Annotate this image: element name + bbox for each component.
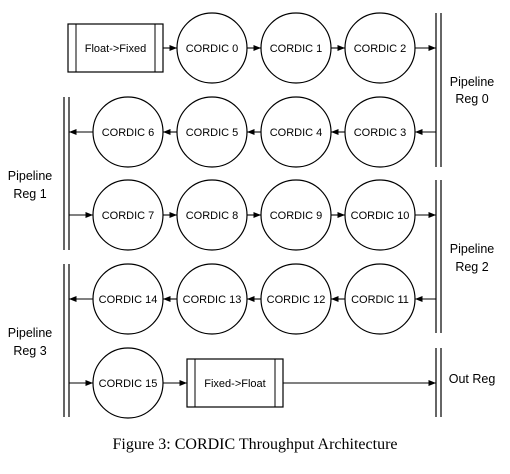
cordic-stage-13-label: CORDIC 13 [183,294,242,306]
pipeline-reg-2 [435,180,442,333]
out-reg-label: Out Reg [449,372,496,386]
cordic-stage-8: CORDIC 8 [176,179,248,251]
pipeline-reg-0-label-line2: Reg 0 [455,92,488,106]
cordic-stage-7: CORDIC 7 [92,179,164,251]
cordic-stage-12-label: CORDIC 12 [267,294,326,306]
cordic-stage-3-circle [344,96,416,168]
wires [69,44,436,387]
cordic-stages: CORDIC 0 CORDIC 1 CORDIC 2 CORDIC 3 CORDIC 4… [92,12,416,419]
cordic-stage-3-label: CORDIC 3 [354,127,407,139]
fixed-to-float-label: Fixed->Float [204,378,265,390]
cordic-stage-2-label: CORDIC 2 [354,43,407,55]
cordic-stage-9-circle [260,179,332,251]
cordic-stage-11-label: CORDIC 11 [351,294,409,306]
out-reg [435,348,442,417]
pipeline-reg-3 [63,264,70,417]
cordic-stage-12: CORDIC 12 [260,263,332,335]
cordic-stage-5-label: CORDIC 5 [186,127,239,139]
float-to-fixed-block: Float->Fixed [67,23,164,73]
pipeline-reg-1-label-line1: Pipeline [8,169,53,183]
cordic-stage-9: CORDIC 9 [260,179,332,251]
cordic-stage-5: CORDIC 5 [176,96,248,168]
cordic-stage-2-circle [344,12,416,84]
cordic-stage-10: CORDIC 10 [344,179,416,251]
cordic-stage-1-circle [260,12,332,84]
cordic-stage-6-label: CORDIC 6 [102,127,155,139]
cordic-stage-10-circle [344,179,416,251]
cordic-stage-13-circle [176,263,248,335]
cordic-stage-4-circle [260,96,332,168]
pipeline-registers [63,13,442,417]
cordic-stage-2: CORDIC 2 [344,12,416,84]
cordic-stage-14-circle [92,263,164,335]
cordic-stage-0-label: CORDIC 0 [186,43,239,55]
pipeline-reg-0 [435,13,442,167]
cordic-stage-14: CORDIC 14 [92,263,164,335]
pipeline-reg-3-label-line1: Pipeline [8,326,53,340]
float-to-fixed-label: Float->Fixed [85,43,146,55]
cordic-stage-12-circle [260,263,332,335]
cordic-stage-4: CORDIC 4 [260,96,332,168]
cordic-stage-11-circle [344,263,416,335]
cordic-stage-1: CORDIC 1 [260,12,332,84]
pipeline-reg-2-label-line2: Reg 2 [455,260,488,274]
cordic-stage-5-circle [176,96,248,168]
cordic-stage-6: CORDIC 6 [92,96,164,168]
pipeline-reg-3-label-line2: Reg 3 [13,344,46,358]
cordic-stage-9-label: CORDIC 9 [270,210,323,222]
pipeline-reg-0-label-line1: Pipeline [450,75,495,89]
cordic-stage-0-circle [176,12,248,84]
cordic-stage-14-label: CORDIC 14 [99,294,158,306]
cordic-stage-13: CORDIC 13 [176,263,248,335]
pipeline-reg-2-label-line1: Pipeline [450,242,495,256]
cordic-stage-4-label: CORDIC 4 [270,127,323,139]
cordic-stage-15-label: CORDIC 15 [99,378,158,390]
pipeline-reg-1-label-line2: Reg 1 [13,187,46,201]
cordic-stage-15-circle [92,347,164,419]
figure-caption: Figure 3: CORDIC Throughput Architecture [112,436,398,453]
cordic-stage-7-label: CORDIC 7 [102,210,155,222]
cordic-stage-6-circle [92,96,164,168]
pipeline-reg-1 [63,97,70,250]
cordic-stage-0: CORDIC 0 [176,12,248,84]
cordic-stage-8-circle [176,179,248,251]
cordic-stage-3: CORDIC 3 [344,96,416,168]
fixed-to-float-block: Fixed->Float [186,358,284,408]
cordic-stage-15: CORDIC 15 [92,347,164,419]
cordic-stage-1-label: CORDIC 1 [270,43,323,55]
cordic-stage-11: CORDIC 11 [344,263,416,335]
cordic-stage-10-label: CORDIC 10 [351,210,410,222]
cordic-stage-8-label: CORDIC 8 [186,210,239,222]
cordic-stage-7-circle [92,179,164,251]
